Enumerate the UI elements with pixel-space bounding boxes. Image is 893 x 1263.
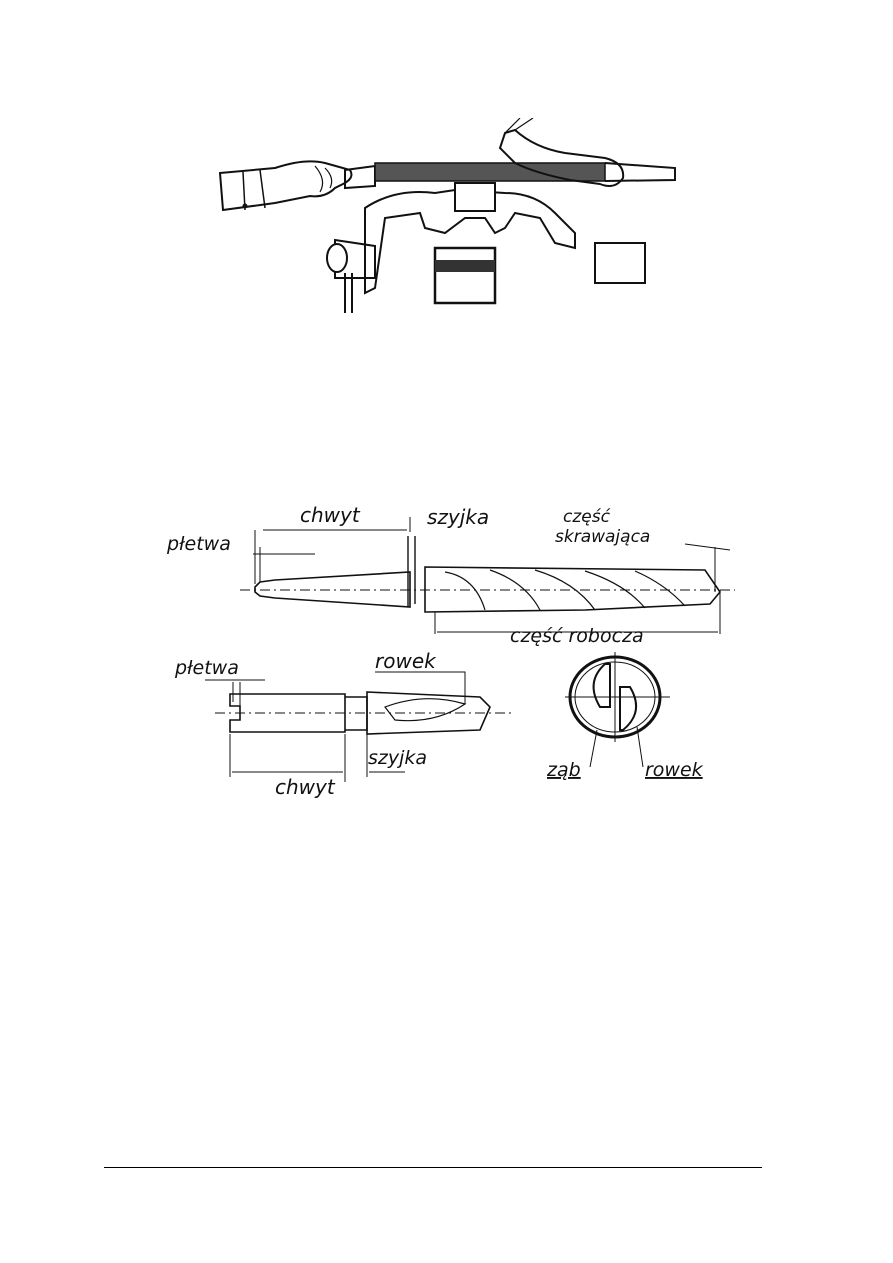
drill-parts-diagram: chwyt szyjka płetwa część skrawająca czę… [166,503,735,799]
filing-illustration [218,118,676,313]
label-szyjka-top: szyjka [427,505,489,529]
drill-cross-section [565,652,670,768]
label-pletwa-top: płetwa [166,533,231,555]
vise-icon [326,182,646,313]
label-zab: ząb [546,759,581,781]
label-chwyt-top: chwyt [300,503,361,527]
label-szyjka-bottom: szyjka [368,747,427,769]
taper-shank-drill [240,517,735,634]
right-hand-icon [498,118,625,187]
label-rowek-mid: rowek [375,649,437,673]
label-czesc-robocza: część robocza [510,625,644,647]
file-tool-icon [344,162,676,190]
label-czesc-skrawajaca-2: skrawająca [555,527,650,547]
label-pletwa-bottom: płetwa [174,657,239,679]
footer-divider [104,1167,762,1168]
label-czesc-skrawajaca-1: część [563,507,611,527]
straight-shank-drill [205,671,515,782]
label-chwyt-bottom: chwyt [275,775,336,799]
label-rowek-section: rowek [645,759,704,781]
left-hand-icon [218,160,353,212]
